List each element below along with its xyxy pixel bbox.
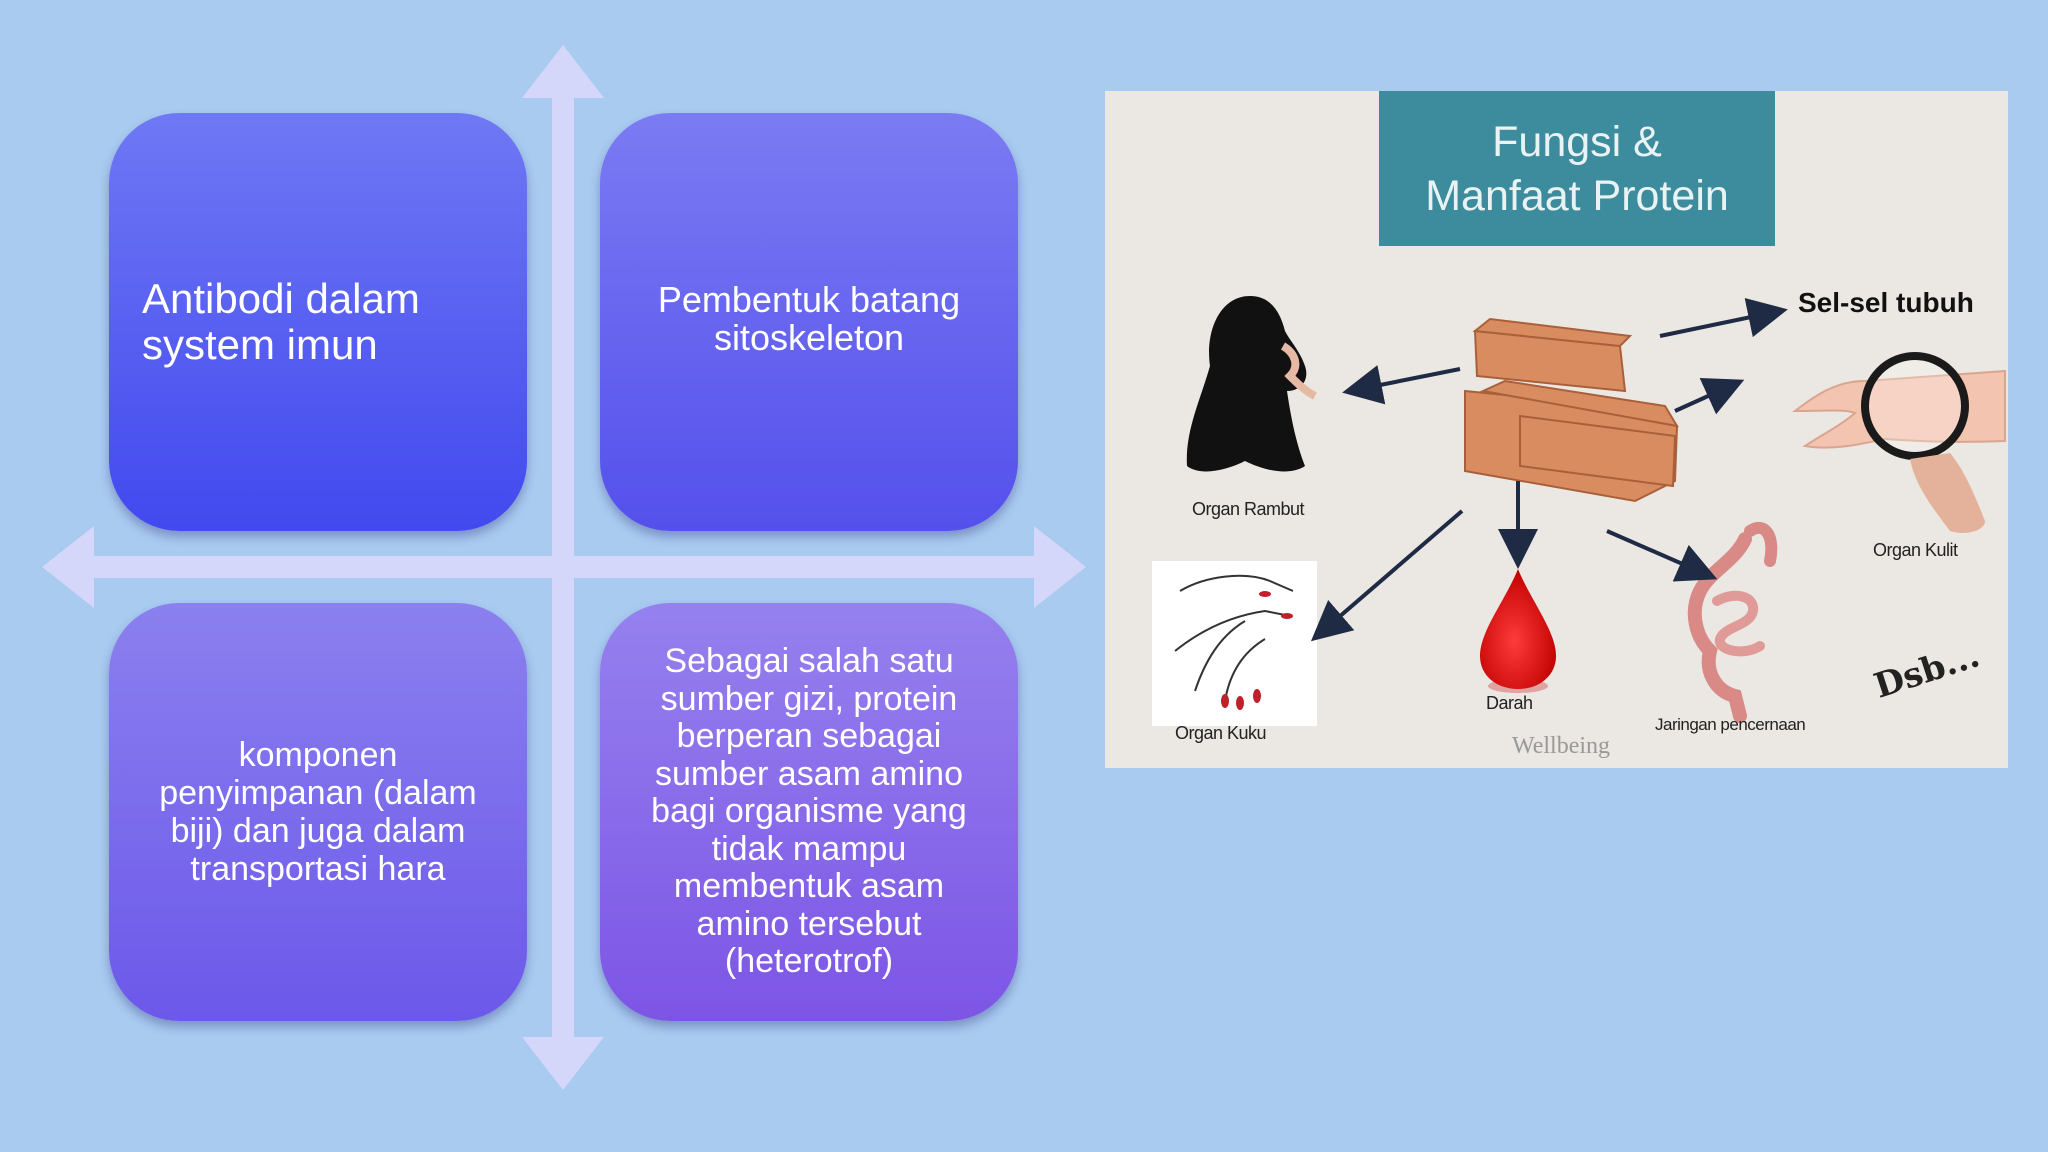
cytoskeleton-text: Pembentuk batang sitoskeleton [657, 279, 961, 358]
blood-drop-icon [1480, 569, 1556, 693]
intestine-icon [1687, 521, 1778, 723]
digestive-label: Jaringan pencernaan [1655, 715, 1806, 734]
skin-label: Organ Kulit [1873, 540, 1958, 560]
antibody-box: Antibodi dalam system imun [109, 113, 527, 531]
hair-icon [1186, 296, 1317, 472]
nutrition-text: Sebagai salah satu sumber gizi, protein … [651, 642, 967, 981]
cytoskeleton-box: Pembentuk batang sitoskeleton [600, 113, 1018, 531]
nail-hand-icon [1152, 561, 1317, 726]
storage-transport-box: komponen penyimpanan (dalam biji) dan ju… [109, 603, 527, 1021]
hand-magnifier-icon [1791, 352, 2006, 533]
bricks-icon [1464, 317, 1679, 503]
infographic-title-box: Fungsi & Manfaat Protein [1379, 91, 1775, 246]
infographic-artwork [1152, 296, 2006, 726]
blood-label: Darah [1486, 693, 1533, 713]
infographic-title: Fungsi & Manfaat Protein [1425, 117, 1729, 220]
cross-arrows [42, 45, 1086, 1090]
protein-function-infographic: Fungsi & Manfaat Protein Sel-sel tubuh O… [1105, 91, 2008, 768]
cells-label: Sel-sel tubuh [1798, 287, 1974, 318]
watermark-text: Wellbeing [1512, 733, 1611, 759]
nutrition-box: Sebagai salah satu sumber gizi, protein … [600, 603, 1018, 1021]
storage-transport-text: komponen penyimpanan (dalam biji) dan ju… [159, 736, 477, 888]
antibody-text: Antibodi dalam system imun [142, 275, 420, 368]
hair-label: Organ Rambut [1192, 499, 1305, 519]
nail-label: Organ Kuku [1175, 723, 1267, 743]
